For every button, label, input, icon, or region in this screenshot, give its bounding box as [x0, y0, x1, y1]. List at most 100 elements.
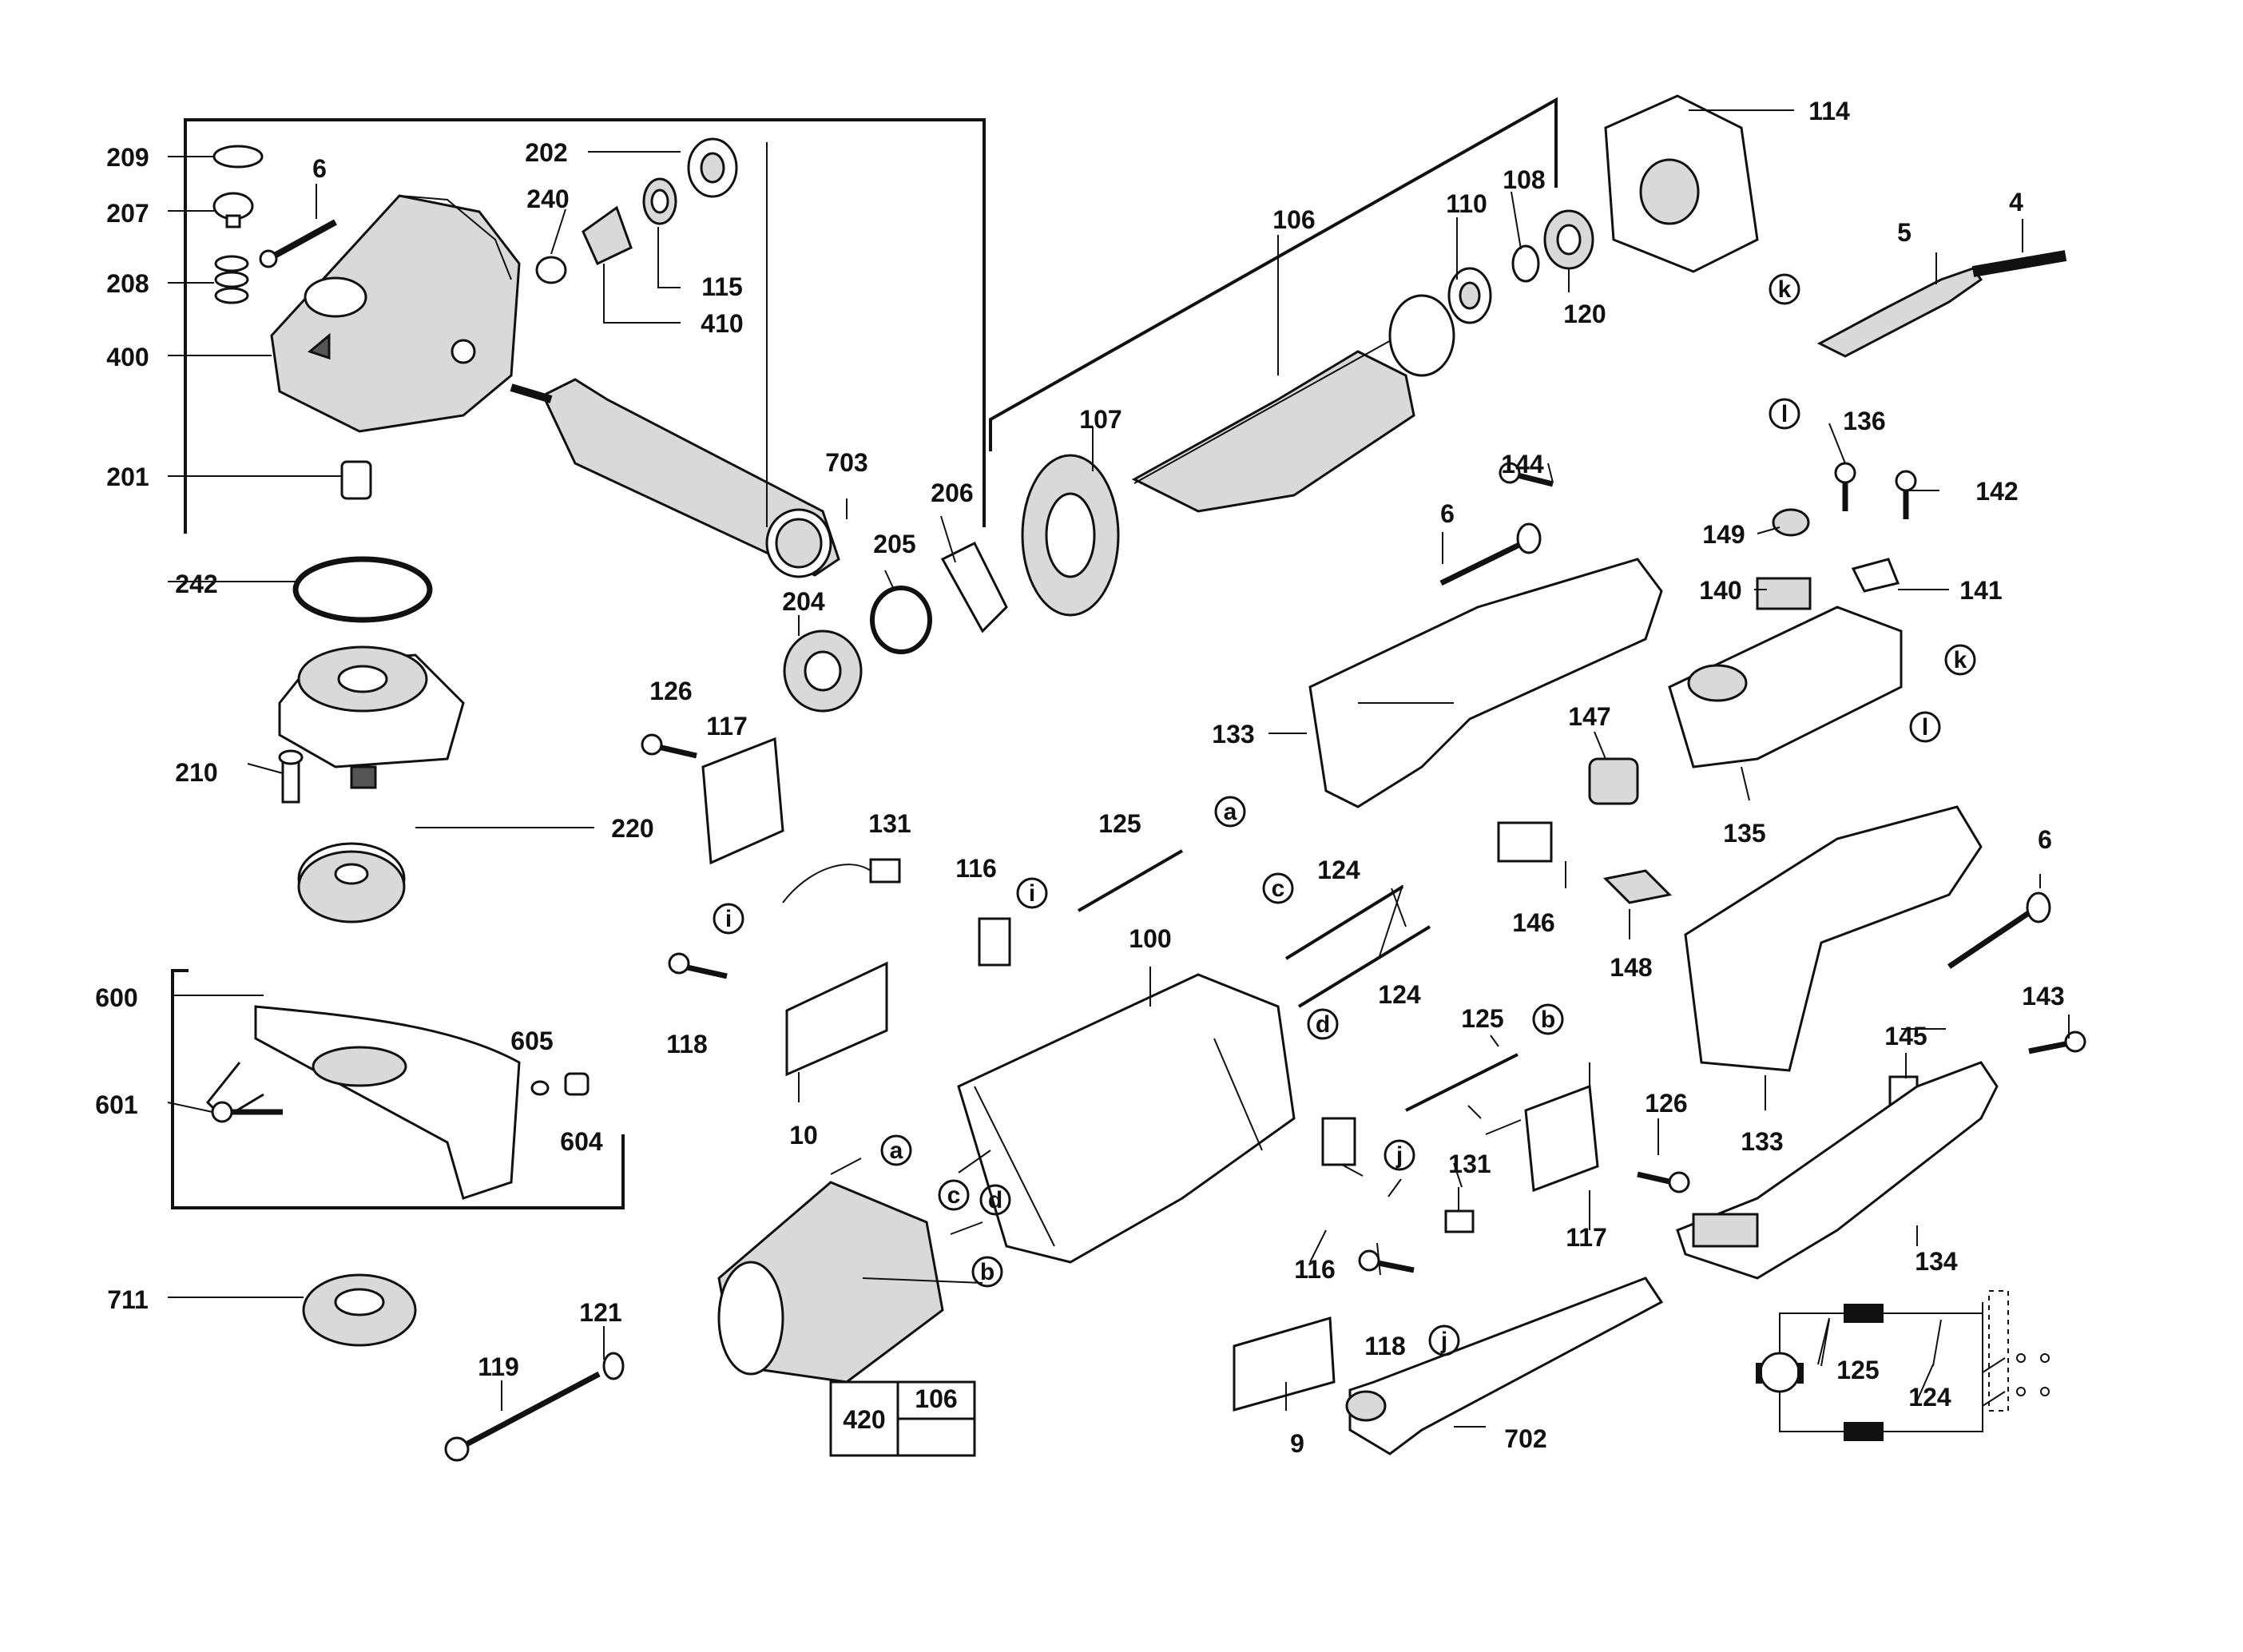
part-label-145: 145: [1884, 1022, 1927, 1050]
connector-a-stator: a: [880, 1134, 912, 1166]
part-label-240: 240: [526, 185, 569, 213]
part-label-5: 5: [1897, 218, 1912, 247]
brush-holder-cover-117-right: [1524, 1084, 1599, 1193]
motor-housing-100: [957, 973, 1296, 1264]
leader-lines: [167, 109, 2070, 1428]
svg-text:b: b: [980, 1259, 994, 1285]
cover-148: [1602, 869, 1673, 904]
part-label-120: 120: [1563, 300, 1606, 328]
part-label-125c: 125: [1836, 1356, 1879, 1384]
part-label-131b: 131: [1448, 1150, 1491, 1178]
part-label-220: 220: [611, 814, 653, 843]
part-label-242: 242: [175, 570, 217, 598]
handle-half-133-bottom: [1684, 805, 1983, 1072]
armature-106: [1131, 294, 1455, 513]
part-label-107: 107: [1079, 405, 1122, 434]
part-label-204: 204: [782, 587, 825, 616]
part-label-124c: 124: [1908, 1383, 1951, 1412]
flange-220: [297, 842, 406, 923]
part-label-146: 146: [1512, 908, 1554, 937]
part-label-144: 144: [1501, 450, 1544, 479]
svg-text:c: c: [947, 1182, 961, 1209]
flange-nut-711: [302, 1273, 417, 1347]
washer-605: [530, 1080, 550, 1096]
part-label-117: 117: [706, 712, 748, 741]
bearing-204: [783, 629, 863, 713]
part-label-6c: 6: [2038, 825, 2052, 854]
gear-housing-400: [270, 194, 521, 433]
svg-text:j: j: [1440, 1328, 1447, 1354]
box-label-106: 106: [915, 1384, 957, 1413]
switch-assembly-135: [1668, 606, 1903, 768]
gear-head-bracket: [184, 118, 986, 534]
bearing-120: [1543, 209, 1594, 270]
part-label-142: 142: [1975, 477, 2018, 506]
stator-420: [717, 1181, 944, 1384]
bearing-115: [642, 177, 677, 225]
lead-125-right: [1405, 1053, 1518, 1112]
svg-text:a: a: [890, 1138, 903, 1164]
svg-text:k: k: [1954, 647, 1967, 673]
screw-143: [2028, 1031, 2086, 1054]
part-label-702: 702: [1504, 1424, 1546, 1453]
connector-a-top: a: [1214, 796, 1246, 828]
part-label-410: 410: [701, 309, 743, 338]
connector-146: [1497, 821, 1553, 863]
sleeve-201: [340, 460, 372, 500]
part-label-148: 148: [1610, 953, 1652, 982]
connector-c-lead: c: [1262, 872, 1294, 904]
svg-text:i: i: [725, 906, 732, 932]
fan-107: [1021, 454, 1120, 617]
brush-holder-116-right: [1321, 1117, 1356, 1166]
carbon-brush-131-left: [782, 858, 901, 903]
part-label-136: 136: [1843, 407, 1885, 435]
seal-202: [687, 137, 738, 198]
part-label-124: 124: [1317, 856, 1360, 884]
part-label-6: 6: [312, 154, 327, 183]
part-label-134: 134: [1915, 1247, 1958, 1276]
part-label-149: 149: [1702, 520, 1745, 549]
part-label-141: 141: [1959, 576, 2002, 605]
part-label-140: 140: [1699, 576, 1741, 605]
screw-144: [1499, 462, 1554, 487]
connector-b-stator: b: [971, 1256, 1003, 1288]
part-label-201: 201: [106, 463, 149, 491]
part-label-143: 143: [2022, 982, 2064, 1011]
part-label-133b: 133: [1741, 1127, 1783, 1156]
guard-600: [205, 1005, 521, 1200]
connector-d-lead: d: [1307, 1008, 1339, 1040]
nut-604: [564, 1072, 590, 1096]
label-plate-10: [785, 961, 888, 1077]
part-labels: 209 6 207 208 400 202 240 115 410 201 70…: [95, 97, 2064, 1458]
connector-j-brush: j: [1428, 1324, 1460, 1356]
part-label-703: 703: [825, 448, 867, 477]
screw-6-handle-top: [1439, 522, 1542, 586]
part-label-202: 202: [525, 138, 567, 167]
part-label-116b: 116: [1294, 1255, 1336, 1284]
svg-text:a: a: [1224, 799, 1237, 825]
part-label-114: 114: [1808, 97, 1850, 125]
svg-text:l: l: [1781, 401, 1788, 427]
part-label-208: 208: [106, 269, 149, 298]
carbon-brush-131-right: [1444, 1209, 1475, 1233]
handle-half-133-top: [1308, 558, 1663, 808]
part-label-400: 400: [106, 343, 149, 371]
screw-119: [444, 1371, 601, 1462]
side-handle-703: [510, 378, 840, 578]
nut-240: [535, 256, 567, 284]
part-label-108: 108: [1503, 165, 1545, 194]
part-label-124b: 124: [1378, 980, 1421, 1009]
part-label-210: 210: [175, 758, 217, 787]
screw-118-right: [1358, 1249, 1415, 1273]
part-label-207: 207: [106, 199, 149, 228]
screw-126-left: [641, 733, 697, 759]
circlip-205: [870, 586, 932, 654]
washer-121: [602, 1352, 625, 1380]
part-label-206: 206: [931, 479, 973, 507]
springs-208: [214, 255, 249, 304]
leads-124: [1284, 885, 1431, 1008]
connector-j-holder: j: [1384, 1139, 1415, 1171]
part-label-9: 9: [1290, 1429, 1304, 1458]
part-label-209: 209: [106, 143, 149, 172]
